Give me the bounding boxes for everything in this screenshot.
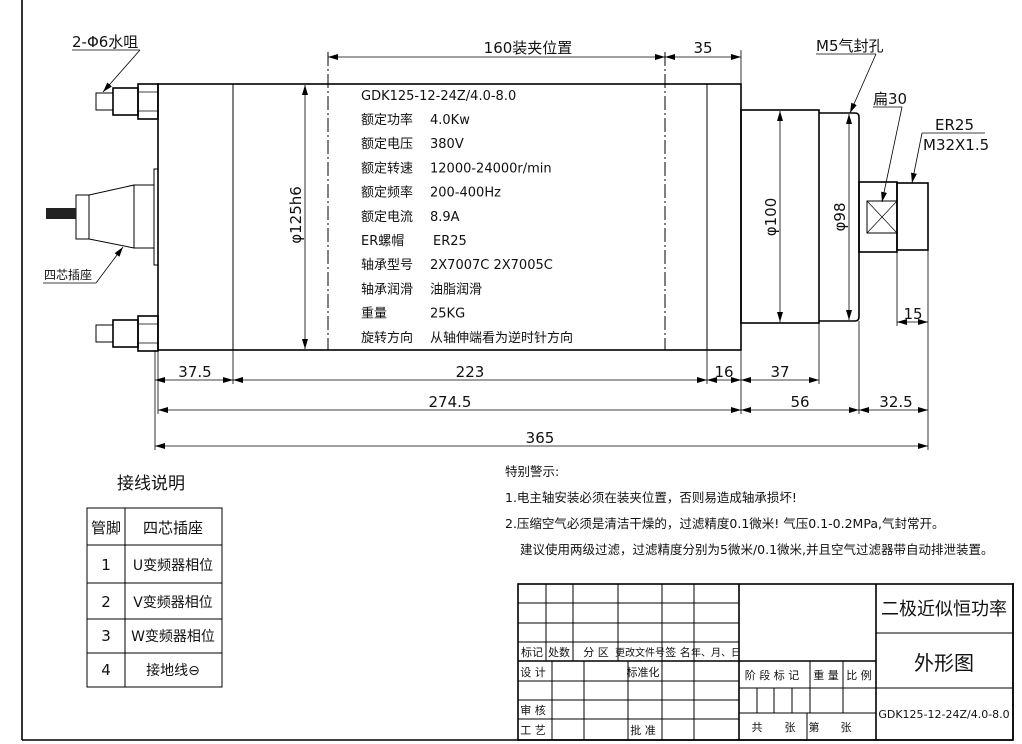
air-seal-label: M5气封孔 — [816, 37, 884, 55]
warning-title: 特别警示: — [505, 464, 559, 479]
svg-text:223: 223 — [456, 363, 485, 381]
svg-text:工 艺: 工 艺 — [520, 724, 546, 737]
svg-text:37.5: 37.5 — [178, 363, 211, 381]
water-nozzle-top — [95, 83, 159, 120]
drawing-number: GDK125-12-24Z/4.0-8.0 — [878, 708, 1009, 721]
spec-value: 4.0Kw — [430, 113, 470, 128]
spec-value: 25KG — [430, 307, 465, 322]
svg-text:处数: 处数 — [548, 646, 570, 659]
spindle-body — [157, 52, 929, 351]
svg-text:第: 第 — [809, 720, 820, 734]
four-pin-connector — [46, 168, 159, 266]
svg-text:建议使用两级过滤，过滤精度分别为5微米/0.1微米,并且空气: 建议使用两级过滤，过滤精度分别为5微米/0.1微米,并且空气过滤器带自动排泄装置… — [520, 542, 994, 557]
svg-text:签 名: 签 名 — [665, 645, 691, 659]
wiring-title: 接线说明 — [117, 474, 185, 494]
spec-plate: GDK125-12-24Z/4.0-8.0 额定功率 4.0Kw 额定电压 380V 额… — [361, 89, 573, 346]
spec-label: 额定功率 — [361, 112, 413, 128]
svg-text:管脚: 管脚 — [91, 519, 121, 537]
svg-text:35: 35 — [693, 39, 712, 57]
pin-number: 4 — [101, 661, 111, 679]
svg-text:φ100: φ100 — [762, 198, 780, 237]
svg-text:37: 37 — [770, 363, 789, 381]
spec-label: 额定电压 — [361, 137, 413, 152]
svg-text:16: 16 — [714, 363, 733, 381]
svg-text:比 例: 比 例 — [846, 668, 872, 682]
drawing-name: 二极近似恒功率 — [881, 599, 1007, 620]
spec-value: 12000-24000r/min — [430, 161, 552, 176]
svg-text:2.压缩空气必须是清洁干燥的，过滤精度0.1微米! 气压0.: 2.压缩空气必须是清洁干燥的，过滤精度0.1微米! 气压0.1-0.2MPa,气… — [505, 516, 944, 531]
svg-text:审 核: 审 核 — [520, 703, 546, 717]
spec-label: 重量 — [361, 306, 387, 322]
spec-value: 从轴伸端看为逆时针方向 — [430, 330, 573, 346]
svg-text:φ98: φ98 — [831, 203, 849, 232]
spec-label: 额定转速 — [361, 161, 413, 176]
connector-label: 四芯插座 — [44, 267, 92, 282]
spec-label: ER螺帽 — [361, 233, 404, 249]
water-nozzle-label: 2-Φ6水咀 — [72, 33, 138, 51]
pin-function: 接地线⊖ — [146, 662, 200, 679]
spec-value: 油脂润滑 — [430, 282, 482, 297]
flat-label: 扁30 — [873, 90, 907, 108]
pin-function: W变频器相位 — [131, 629, 215, 645]
svg-text:φ125h6: φ125h6 — [287, 186, 305, 244]
spec-value: 380V — [430, 137, 464, 152]
svg-text:56: 56 — [790, 393, 809, 411]
water-nozzle-bottom — [95, 315, 159, 352]
svg-text:年、月、日: 年、月、日 — [691, 646, 741, 659]
pin-function: U变频器相位 — [133, 558, 213, 574]
svg-text:共: 共 — [752, 721, 763, 734]
spec-value: 8.9A — [430, 210, 460, 225]
svg-text:274.5: 274.5 — [429, 393, 472, 411]
dimension-texts: 160装夹位置 35 φ125h6 φ100 φ98 15 37.5 223 1… — [178, 39, 922, 447]
svg-text:张: 张 — [785, 721, 796, 734]
spec-label: 轴承型号 — [361, 258, 413, 273]
svg-text:标准化: 标准化 — [627, 665, 660, 679]
flat-section — [858, 181, 898, 253]
leader-annotations: 2-Φ6水咀 四芯插座 M5气封孔 扁30 ER25 M32X1.5 — [43, 33, 989, 284]
svg-text:32.5: 32.5 — [879, 393, 912, 411]
pin-number: 1 — [101, 556, 111, 574]
spec-label: 额定频率 — [361, 185, 413, 201]
svg-text:四芯插座: 四芯插座 — [143, 519, 203, 537]
collet-nut — [896, 182, 929, 251]
spec-value: 200-400Hz — [430, 186, 501, 201]
title-block: 标记 处数 分 区 更改文件号 签 名 年、月、日 设 计 标准化 审 核 工 … — [517, 583, 1014, 741]
svg-text:1.电主轴安装必须在装夹位置，否则易造成轴承损坏!: 1.电主轴安装必须在装夹位置，否则易造成轴承损坏! — [505, 490, 797, 505]
wiring-table: 接线说明 管脚 四芯插座 1 U变频器相位 2 V变频器相位 3 W变频器相位 4 接地线⊖ — [86, 474, 223, 688]
svg-text:批 准: 批 准 — [630, 723, 656, 737]
spec-value: 2X7007C 2X7005C — [430, 258, 553, 273]
svg-text:分 区: 分 区 — [583, 646, 609, 659]
svg-text:张: 张 — [841, 721, 852, 734]
svg-text:设 计: 设 计 — [520, 666, 546, 679]
spec-label: 额定电流 — [361, 210, 413, 225]
svg-text:标记: 标记 — [521, 645, 543, 659]
spec-label: 轴承润滑 — [361, 282, 413, 297]
cable — [46, 208, 76, 219]
pin-number: 2 — [101, 593, 111, 611]
thread-label: M32X1.5 — [923, 136, 989, 154]
svg-text:15: 15 — [903, 305, 922, 323]
svg-text:更改文件号: 更改文件号 — [615, 646, 665, 659]
collet-label: ER25 — [935, 116, 974, 134]
warning-notes: 特别警示: 1.电主轴安装必须在装夹位置，否则易造成轴承损坏! 2.压缩空气必须… — [505, 464, 994, 557]
spec-label: 旋转方向 — [361, 330, 413, 346]
spec-value: ER25 — [433, 234, 467, 249]
drawing-type: 外形图 — [914, 651, 974, 675]
svg-text:阶 段 标 记: 阶 段 标 记 — [745, 668, 800, 682]
pin-number: 3 — [101, 627, 111, 645]
pin-function: V变频器相位 — [133, 595, 213, 611]
model-number: GDK125-12-24Z/4.0-8.0 — [361, 89, 516, 104]
svg-text:160装夹位置: 160装夹位置 — [484, 39, 573, 57]
dimension-lines — [154, 50, 929, 450]
svg-text:365: 365 — [526, 429, 555, 447]
svg-text:重 量: 重 量 — [813, 668, 839, 682]
